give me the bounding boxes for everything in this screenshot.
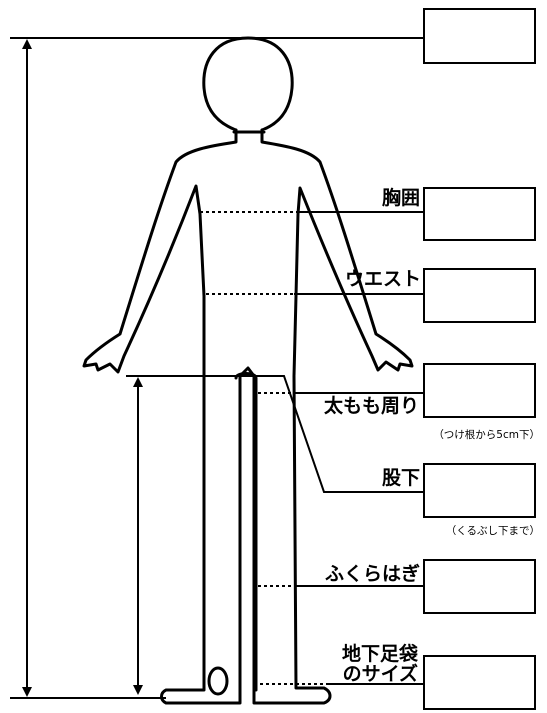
measurement-labels: 胸囲 ウエスト 太もも周り （つけ根から5cm下） 股下 （くるぶし下まで） ふ… (324, 186, 540, 685)
thigh-label: 太もも周り (324, 394, 419, 417)
waist-input-box[interactable] (423, 268, 536, 323)
inseam-note: （くるぶし下まで） (446, 525, 540, 537)
ankle-bone (207, 666, 229, 696)
tabi-input-box[interactable] (423, 655, 536, 710)
tabi-label-line2: のサイズ (343, 662, 418, 685)
thigh-input-box[interactable] (423, 363, 536, 418)
thigh-note: （つけ根から5cm下） (433, 428, 540, 441)
torso-outline (82, 128, 414, 705)
inseam-input-box[interactable] (423, 463, 536, 518)
height-input-box[interactable] (423, 8, 536, 64)
chest-label: 胸囲 (382, 186, 420, 209)
inseam-label: 股下 (382, 467, 420, 489)
waist-label: ウエスト (345, 268, 421, 290)
leader-lines (10, 37, 424, 699)
calf-input-box[interactable] (423, 559, 536, 614)
measurement-boxes (423, 8, 536, 710)
inseam-leader (126, 375, 424, 493)
calf-label: ふくらはぎ (325, 562, 420, 585)
tabi-label-line1: 地下足袋 (342, 642, 419, 665)
body-outline (82, 36, 414, 705)
chest-input-box[interactable] (423, 187, 536, 241)
head-outline (202, 36, 294, 134)
